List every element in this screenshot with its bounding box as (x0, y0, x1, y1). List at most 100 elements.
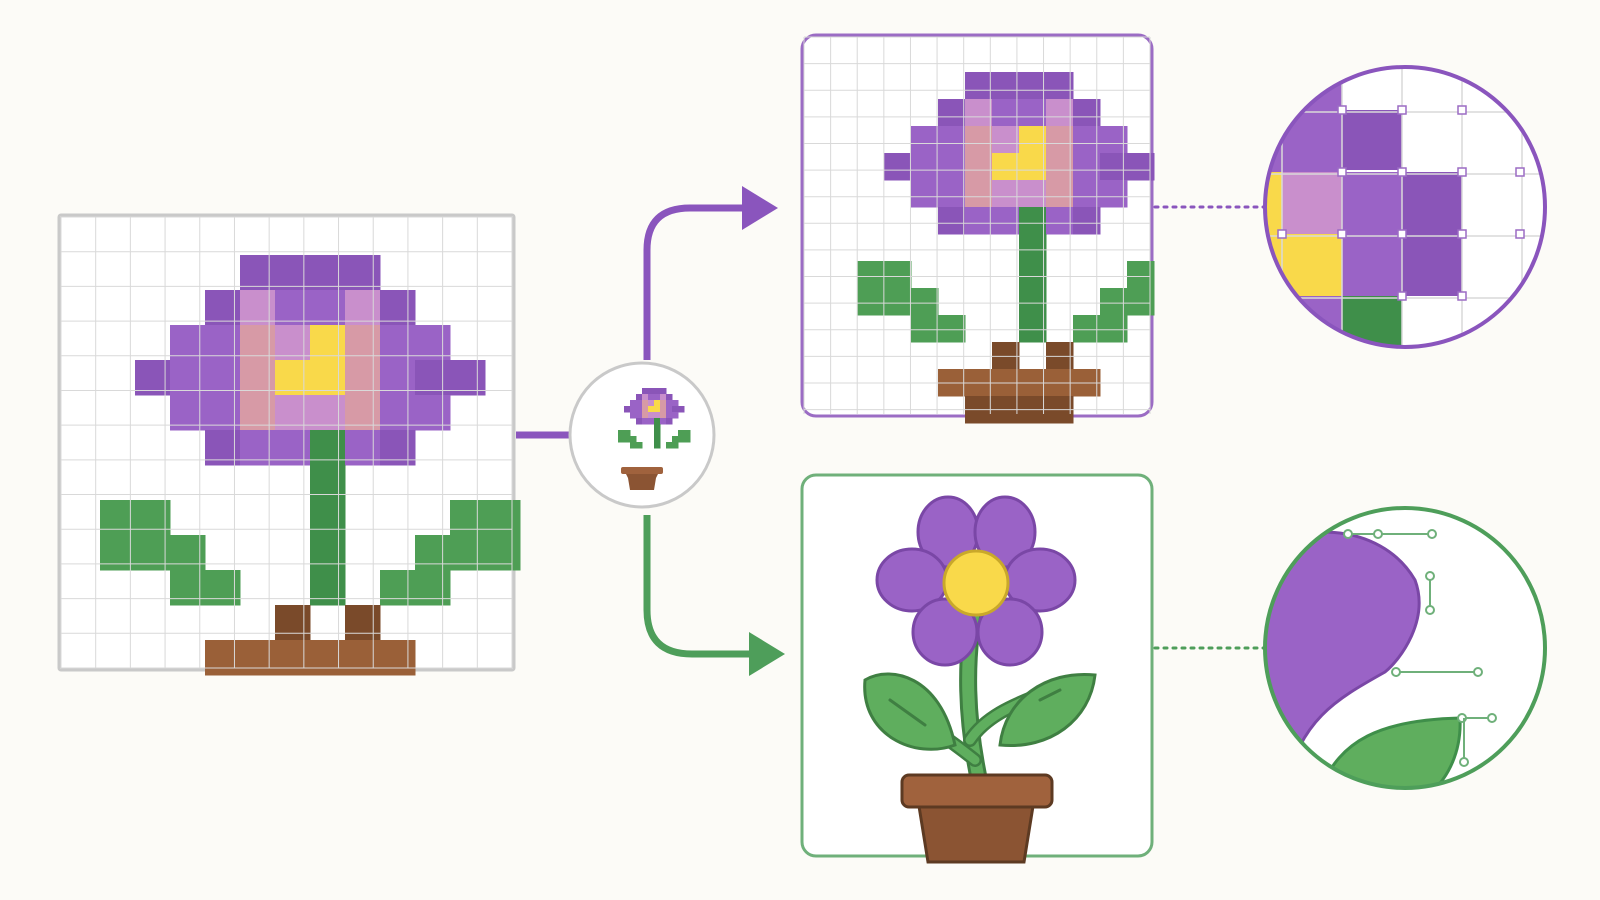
thumbnail-pixel-cell (660, 400, 667, 407)
thumbnail-pixel-cell (672, 442, 679, 449)
output-pixel-cell (938, 126, 966, 154)
source-pixel-cell (345, 605, 381, 641)
source-pixel-cell (380, 325, 416, 361)
output-pixel-cell (1019, 99, 1047, 127)
output-pixel-cell (1019, 207, 1047, 235)
thumbnail-pixel-cell (636, 418, 643, 425)
output-pixel-cell (1046, 153, 1074, 181)
source-pixel-cell (205, 290, 241, 326)
output-pixel-cell (1019, 261, 1047, 289)
thumbnail-pixel-cell (648, 388, 655, 395)
thumbnail-pixel-cell (642, 400, 649, 407)
vector-left-leaf (863, 672, 957, 751)
output-pixel-cell (965, 99, 993, 127)
output-pixel-cell (1019, 288, 1047, 316)
output-pixel-cell (1019, 153, 1047, 181)
thumbnail-pixel-cell (660, 412, 667, 419)
thumbnail-pixel-cell (642, 412, 649, 419)
source-pixel-cell (310, 640, 346, 676)
output-pixel-cell (911, 153, 939, 181)
thumbnail-pixel-cell (624, 406, 631, 413)
output-pixel-cell (992, 72, 1020, 100)
source-pixel-cell (450, 535, 486, 571)
thumbnail-pixel-cell (654, 388, 661, 395)
source-pixel-cell (310, 535, 346, 571)
thumbnail-pixel-cell (666, 394, 673, 401)
thumbnail-pixel-cell (630, 442, 637, 449)
pixel-zoom-content (1265, 67, 1545, 347)
source-pixel-cell (275, 255, 311, 291)
thumbnail-pixel-cell (642, 394, 649, 401)
source-pixel-cell (485, 535, 521, 571)
source-pixel-cell (310, 500, 346, 536)
output-pixel-cell (1046, 180, 1074, 208)
lower-branch-arrow-line (643, 515, 752, 658)
output-pixel-cell (884, 153, 912, 181)
source-pixel-cell (415, 395, 451, 431)
output-pixel-cell (1046, 72, 1074, 100)
thumbnail-pixel-cell (660, 388, 667, 395)
thumbnail-pixel-cell (630, 400, 637, 407)
thumbnail-pixel-cell (642, 388, 649, 395)
source-pixel-cell (310, 395, 346, 431)
thumbnail-pixel-cell (630, 406, 637, 413)
source-pixel-cell (100, 535, 136, 571)
source-pixel-cell (415, 535, 451, 571)
source-pixel-cell (310, 325, 346, 361)
thumbnail-pixel-cell (624, 436, 631, 443)
thumbnail-pixel-cell (636, 406, 643, 413)
output-pixel-cell (1073, 153, 1101, 181)
source-pixel-cell (275, 395, 311, 431)
output-pixel-cell (1073, 315, 1101, 343)
output-pixel-cell (1046, 126, 1074, 154)
thumbnail-pixel-cell (648, 406, 655, 413)
vector-zoom-detail (1263, 506, 1547, 790)
pixel-flower-thumbnail (568, 361, 716, 509)
output-pixel-cell (884, 288, 912, 316)
thumbnail-pixel-cell (636, 400, 643, 407)
upper-branch-arrow-line (643, 204, 745, 360)
output-pixel-cell (1073, 99, 1101, 127)
vector-petals (875, 495, 1077, 667)
thumbnail-pixel-cell (666, 406, 673, 413)
thumbnail-pixel-cell (684, 430, 691, 437)
thumbnail-pixel-cell (648, 400, 655, 407)
output-pixel-cell (992, 180, 1020, 208)
output-pixel-cell (938, 180, 966, 208)
source-pixel-cell (380, 570, 416, 606)
connectors (516, 186, 1267, 676)
source-pixel-cell (205, 325, 241, 361)
output-pixel-cell (992, 99, 1020, 127)
output-pixel-cell (911, 180, 939, 208)
thumbnail-pixel-cell (654, 442, 661, 449)
thumbnail-pixel-cell (672, 400, 679, 407)
output-pixel-cell (911, 288, 939, 316)
pixel-output-grid-lines (803, 36, 1151, 414)
source-pixel-cell (310, 255, 346, 291)
source-pixel-cell (310, 290, 346, 326)
thumbnail-pixel-cell (678, 430, 685, 437)
thumbnail-pixel-cell (654, 400, 661, 407)
thumbnail-pixel-cells (618, 388, 691, 449)
source-pixel-cell (345, 395, 381, 431)
thumbnail-pixel-cell (654, 418, 661, 425)
thumbnail-pixel-cell (666, 442, 673, 449)
output-pixel-cell (1019, 72, 1047, 100)
source-pixel-cell (345, 255, 381, 291)
thumbnail-pixel-cell (684, 436, 691, 443)
output-pixel-cell (965, 153, 993, 181)
thumbnail-pixel-cell (672, 406, 679, 413)
output-pixel-cell (938, 207, 966, 235)
source-pixel-cell (310, 465, 346, 501)
thumbnail-pixel-cell (654, 430, 661, 437)
output-pixel-cell (1073, 180, 1101, 208)
vector-flower-center (942, 549, 1010, 617)
thumbnail-pixel-cell (648, 394, 655, 401)
output-pixel-cell (911, 126, 939, 154)
source-pixel-cell (275, 640, 311, 676)
output-pixel-cell (938, 153, 966, 181)
thumbnail-pixel-cell (648, 418, 655, 425)
vector-pot-body (916, 798, 1036, 864)
thumbnail-pixel-cell (642, 406, 649, 413)
